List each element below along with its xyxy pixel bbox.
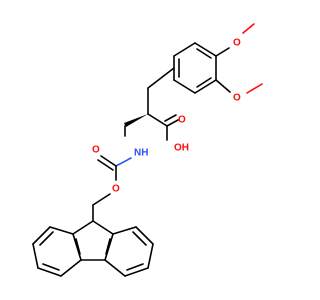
fluorene-right-ring — [104, 226, 154, 277]
ring-bond — [112, 226, 137, 235]
methoxy-right: O — [215, 79, 263, 104]
dimethoxyphenyl-ring — [173, 42, 217, 94]
five-ring-bond — [104, 233, 114, 261]
ring-bond — [194, 79, 217, 94]
ring-double-bond — [132, 231, 147, 246]
bond-alpha-carboxyl — [147, 113, 168, 127]
atom-oxygen: O — [178, 115, 186, 126]
ring-double-bond — [196, 48, 212, 59]
carbamate-double-bond — [97, 159, 114, 171]
wedge-bond — [124, 114, 148, 127]
bond-o-ch2 — [92, 193, 111, 206]
ring-bond — [135, 226, 154, 245]
ring-bond — [194, 42, 217, 57]
fluorene-core — [72, 220, 114, 261]
ring-double-bond — [196, 77, 212, 88]
atom-hydroxyl: OH — [174, 143, 189, 154]
bond-o-ch3 — [242, 23, 255, 34]
ring-bond — [173, 42, 196, 57]
carbamate-double-bond — [100, 155, 117, 167]
ring-bond — [32, 243, 39, 269]
ring-bond — [37, 267, 62, 277]
ring-bond — [104, 259, 126, 277]
atom-oxygen: O — [112, 184, 120, 195]
bond-n-c — [115, 157, 132, 167]
carbonyl-bond — [166, 119, 179, 127]
carbamate: NH O O — [92, 145, 148, 222]
atom-nh: NH — [134, 148, 148, 159]
ring-double-bond — [126, 263, 144, 271]
molecule-structure: O O O OH NH O O — [32, 23, 263, 277]
five-ring-bond — [72, 233, 82, 261]
ring-double-bond — [39, 231, 54, 246]
carboxylic-acid: O OH — [164, 114, 189, 154]
ring-double-bond — [75, 238, 81, 255]
atom-oxygen: O — [233, 93, 241, 104]
fluorene-left-ring — [32, 226, 82, 277]
backbone — [124, 67, 175, 137]
ring-bond — [49, 226, 74, 235]
bond-ring-o — [215, 79, 231, 93]
atom-oxygen: O — [92, 145, 100, 156]
bond-o-ch3 — [246, 83, 263, 94]
atom-oxygen: O — [233, 38, 241, 49]
ring-double-bond — [42, 263, 60, 271]
ring-bond — [147, 243, 154, 269]
bond-ring-o — [215, 47, 230, 57]
ring-bond — [60, 259, 82, 277]
ring-bond — [173, 79, 196, 94]
ring-double-bond — [105, 238, 111, 255]
ring-bond — [32, 226, 51, 245]
ring-bond — [124, 267, 149, 277]
methoxy-top: O — [215, 23, 255, 57]
five-ring-bond — [92, 220, 114, 235]
carbonyl-double-bond — [164, 114, 177, 122]
five-ring-bond — [72, 220, 94, 235]
bond-ring-ch2 — [147, 67, 175, 89]
